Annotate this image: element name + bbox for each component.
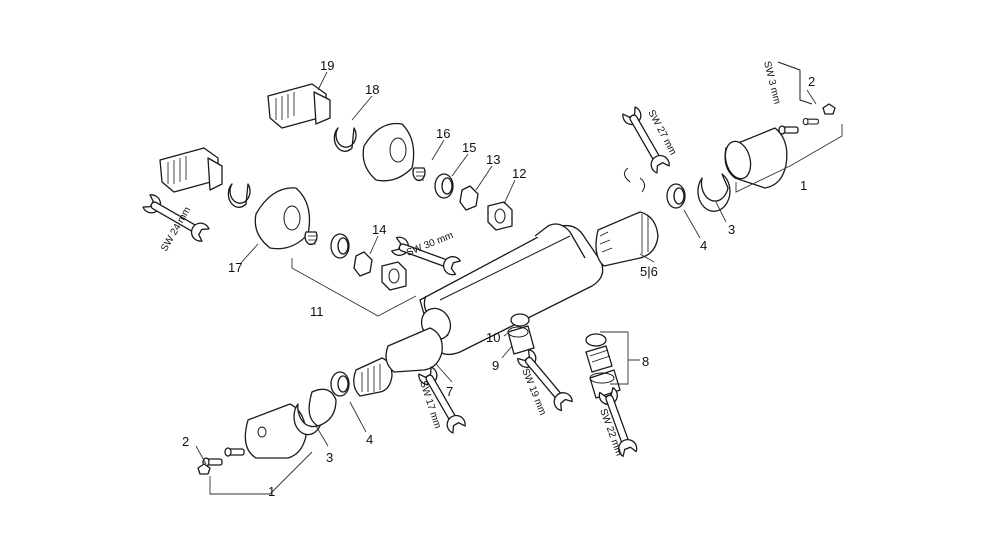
callout-2-right: 2: [808, 74, 815, 89]
callout-3-left: 3: [326, 450, 333, 465]
callout-11: 11: [310, 304, 324, 319]
callout-18: 18: [365, 82, 379, 97]
callout-labels: 19 18 16 15 13 12 14 17 11 2 1 3 4 5|6 1…: [182, 58, 815, 499]
leader-lines: [195, 71, 843, 495]
callout-9: 9: [492, 358, 499, 373]
inlet-connectors: [159, 83, 513, 291]
callout-1-left: 1: [268, 484, 275, 499]
callout-4-left: 4: [366, 432, 373, 447]
callout-10: 10: [486, 330, 500, 345]
spout-parts: [507, 313, 621, 399]
callout-19: 19: [320, 58, 334, 73]
callout-15: 15: [462, 140, 476, 155]
callout-14: 14: [372, 222, 386, 237]
right-handle-assembly: [595, 61, 836, 267]
callout-12: 12: [512, 166, 526, 181]
callout-1-right: 1: [800, 178, 807, 193]
left-handle-assembly: [197, 327, 443, 475]
callout-5-6: 5|6: [640, 264, 658, 279]
callout-17: 17: [228, 260, 242, 275]
callout-2-left: 2: [182, 434, 189, 449]
callout-7: 7: [446, 384, 453, 399]
callout-4-right: 4: [700, 238, 707, 253]
callout-3-right: 3: [728, 222, 735, 237]
tool-size-labels: SW 3 mm SW 27 mm SW 24 mm SW 30 mm SW 17…: [159, 60, 782, 457]
tool-label-sw3: SW 3 mm: [761, 60, 782, 105]
callout-16: 16: [436, 126, 450, 141]
callout-13: 13: [486, 152, 500, 167]
callout-8: 8: [642, 354, 649, 369]
